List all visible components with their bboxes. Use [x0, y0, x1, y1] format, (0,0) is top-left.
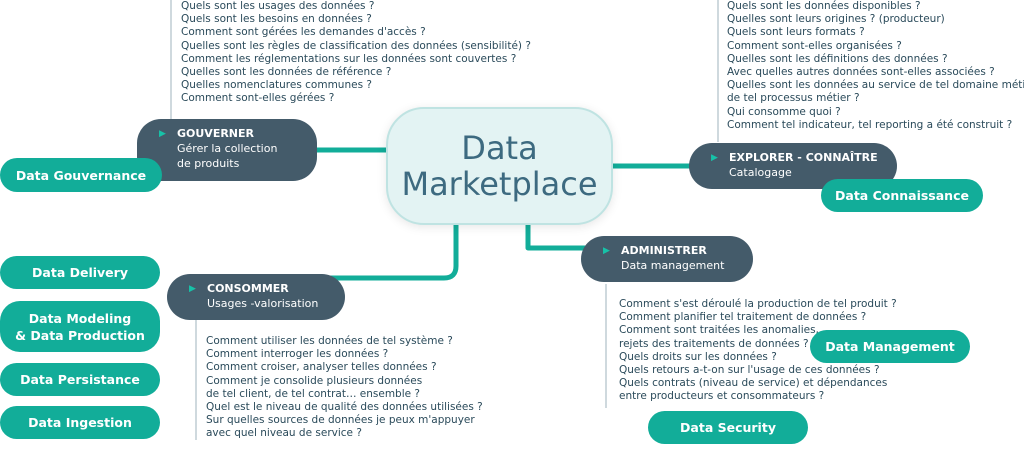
question-item: Quels droits sur les données ?	[619, 350, 777, 363]
question-item: Quelles sont les définitions des données…	[727, 52, 948, 65]
question-item: Quelles sont les données de référence ?	[181, 66, 392, 79]
node-gouverner[interactable]: ▶ GOUVERNER Gérer la collection de produ…	[137, 119, 317, 181]
node-subtitle: Gérer la collection	[177, 142, 278, 155]
pill-label: Data Connaissance	[835, 188, 969, 203]
pill-label: Data Security	[680, 420, 776, 435]
node-consommer[interactable]: ▶ CONSOMMER Usages -valorisation	[167, 274, 345, 320]
node-title: ADMINISTRER	[621, 244, 707, 257]
pill-data-ingestion[interactable]: Data Ingestion	[0, 406, 160, 439]
question-item: rejets des traitements de données ?	[619, 337, 809, 350]
center-title-line1: Data	[461, 129, 538, 167]
question-item: Quels sont les usages des données ?	[181, 0, 375, 12]
node-administrer[interactable]: ▶ ADMINISTRER Data management	[581, 236, 753, 282]
play-arrow-icon: ▶	[603, 246, 610, 256]
pill-label: Data Gouvernance	[15, 167, 147, 183]
link-administrer	[525, 216, 588, 251]
node-title: EXPLORER - CONNAÎTRE	[729, 151, 878, 164]
pill-data-delivery[interactable]: Data Delivery	[0, 256, 160, 289]
question-item: Quels sont les données disponibles ?	[727, 0, 921, 12]
question-item: Comment utiliser les données de tel syst…	[206, 335, 453, 347]
node-title: GOUVERNER	[177, 127, 254, 140]
pill-label: Data Delivery	[32, 265, 128, 280]
questions-consommer: Comment utiliser les données de tel syst…	[206, 335, 483, 441]
pill-label: Data Modeling	[28, 310, 132, 326]
question-item: Quels retours a-t-on sur l'usage de ces …	[619, 364, 880, 377]
question-item: Quelles nomenclatures communes ?	[181, 79, 372, 92]
play-arrow-icon: ▶	[189, 284, 196, 294]
question-item: Comment tel indicateur, tel reporting a …	[727, 118, 1013, 131]
node-title: CONSOMMER	[207, 282, 289, 295]
question-item: Quels contrats (niveau de service) et dé…	[619, 377, 888, 390]
question-item: Comment sont-elles gérées ?	[181, 92, 335, 105]
question-item: entre producteurs et consommateurs ?	[619, 390, 825, 403]
question-item: avec quel niveau de service ?	[206, 427, 362, 440]
question-item: Comment interroger les données ?	[206, 348, 389, 361]
node-subtitle: de produits	[177, 157, 240, 170]
question-item: Avec quelles autres données sont-elles a…	[727, 66, 995, 79]
pill-data-management[interactable]: Data Management	[810, 330, 970, 363]
pill-data-modeling[interactable]: Data Modeling & Data Production	[0, 301, 160, 352]
node-subtitle: Usages -valorisation	[207, 297, 319, 310]
question-item: Comment s'est déroulé la production de t…	[619, 298, 897, 310]
question-item: Comment les réglementations sur les donn…	[181, 52, 517, 65]
link-consommer	[307, 218, 459, 281]
play-arrow-icon: ▶	[711, 153, 718, 163]
questions-administrer: Comment s'est déroulé la production de t…	[619, 298, 897, 404]
question-item: de tel client, de tel contrat… ensemble …	[206, 387, 421, 400]
question-item: Comment sont traitées les anomalies,	[619, 324, 819, 337]
pill-label: Data Management	[825, 339, 955, 354]
node-subtitle: Catalogage	[729, 166, 792, 179]
questions-gouverner: Quels sont les usages des données ? Quel…	[181, 0, 531, 106]
pill-label: & Data Production	[15, 327, 145, 343]
center-data-marketplace[interactable]: Data Marketplace	[386, 107, 613, 225]
question-item: Quel est le niveau de qualité des donnée…	[206, 401, 483, 414]
pill-label: Data Persistance	[20, 372, 140, 387]
question-item: de tel processus métier ?	[727, 92, 860, 105]
question-item: Comment sont-elles organisées ?	[727, 39, 902, 52]
pill-label: Data Ingestion	[28, 415, 132, 430]
question-item: Comment planifier tel traitement de donn…	[619, 311, 867, 324]
question-item: Sur quelles sources de données je peux m…	[206, 414, 475, 427]
question-item: Qui consomme quoi ?	[727, 105, 841, 118]
questions-explorer: Quels sont les données disponibles ? Que…	[727, 0, 1024, 132]
question-item: Comment croiser, analyser telles données…	[206, 361, 437, 374]
node-explorer[interactable]: ▶ EXPLORER - CONNAÎTRE Catalogage	[689, 143, 897, 189]
center-title-line2: Marketplace	[401, 165, 598, 203]
question-item: Comment sont gérées les demandes d'accès…	[181, 26, 426, 39]
question-item: Quels sont les besoins en données ?	[181, 13, 372, 26]
question-item: Quels sont leurs formats ?	[727, 26, 865, 39]
play-arrow-icon: ▶	[159, 129, 166, 139]
question-item: Comment je consolide plusieurs données	[206, 374, 423, 387]
pill-data-security[interactable]: Data Security	[648, 411, 808, 444]
node-subtitle: Data management	[621, 259, 725, 272]
pill-data-gouvernance[interactable]: Data Gouvernance	[0, 158, 162, 192]
pill-data-persistance[interactable]: Data Persistance	[0, 363, 160, 396]
pill-data-connaissance[interactable]: Data Connaissance	[821, 179, 983, 212]
question-item: Quelles sont leurs origines ? (producteu…	[727, 13, 945, 26]
question-item: Quelles sont les règles de classificatio…	[181, 39, 531, 52]
question-item: Quelles sont les données au service de t…	[727, 79, 1024, 92]
